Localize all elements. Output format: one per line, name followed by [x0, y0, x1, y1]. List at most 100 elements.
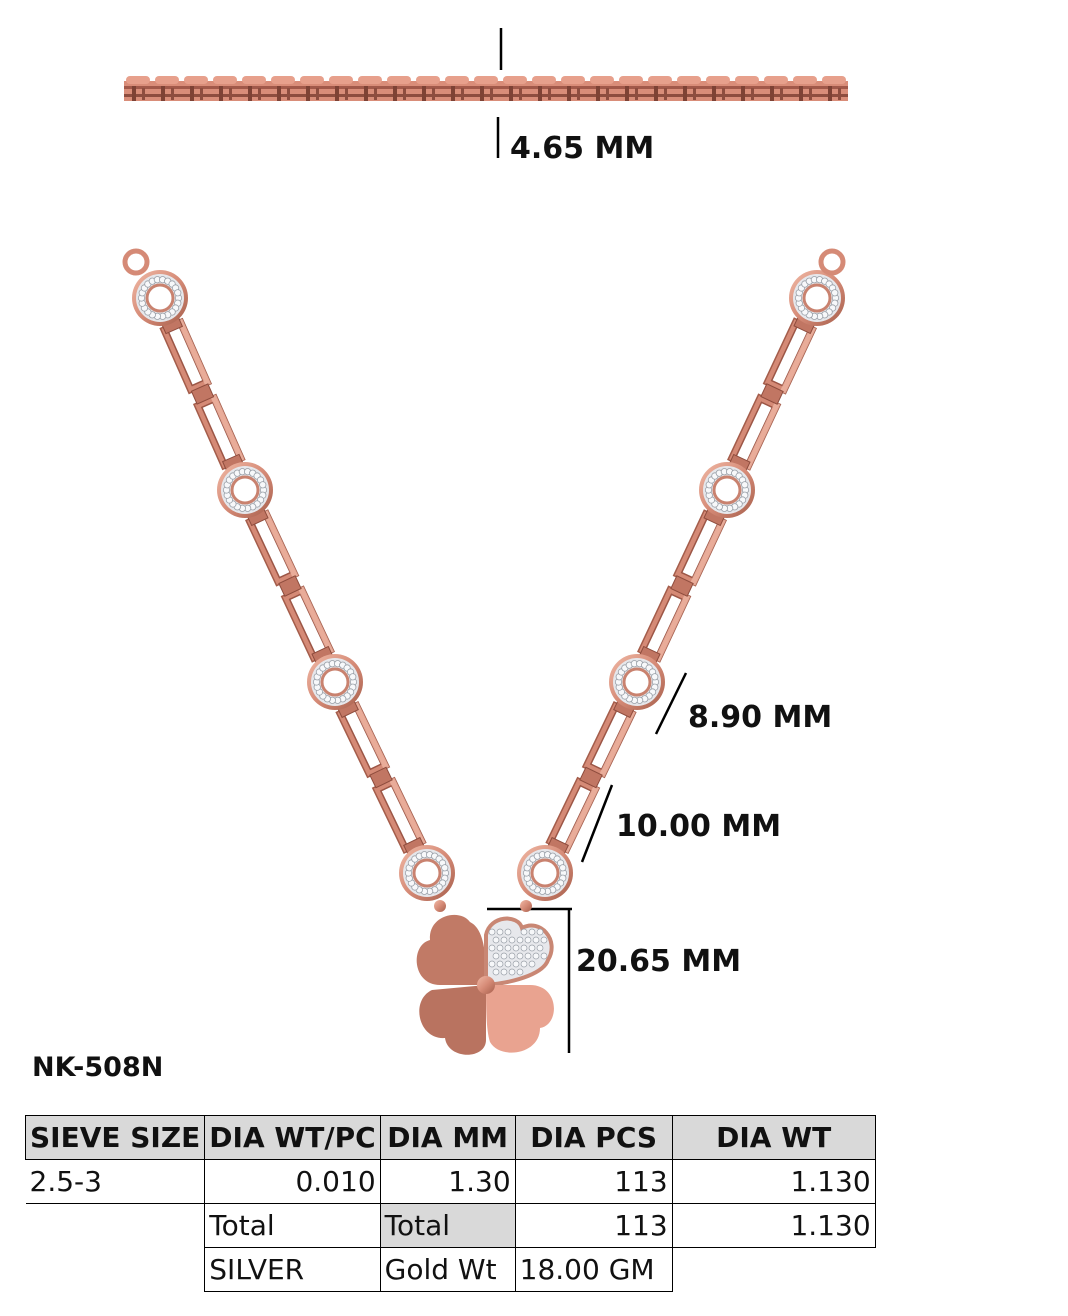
- diamond-stone: [259, 481, 267, 489]
- cell-gold-wt-label: Gold Wt: [379, 1247, 516, 1292]
- side-link-gap: [142, 88, 145, 100]
- chain-link: [545, 776, 601, 854]
- diamond-stone: [512, 944, 520, 952]
- diamond-ring: [217, 462, 273, 518]
- side-link-bump: [503, 76, 527, 84]
- diamond-spec-table: SIEVE SIZE DIA WT/PC DIA MM DIA PCS DIA …: [24, 1115, 876, 1292]
- diamond-stone: [504, 928, 512, 936]
- diamond-stone: [532, 952, 540, 960]
- chain-link: [192, 393, 246, 471]
- side-link-gap: [741, 86, 745, 101]
- side-link-gap: [780, 88, 783, 100]
- side-link-gap: [335, 86, 339, 101]
- side-link-gap: [693, 88, 696, 100]
- diamond-stone: [741, 481, 749, 489]
- side-link-gap: [132, 86, 136, 101]
- diamond-stone: [500, 968, 508, 976]
- diamond-stone: [651, 673, 659, 681]
- header-dia-wt: DIA WT: [671, 1115, 876, 1160]
- diamond-stone: [540, 936, 548, 944]
- side-link-gap: [287, 88, 290, 100]
- side-link-gap: [567, 86, 571, 101]
- side-link-gap: [190, 86, 194, 101]
- diamond-stone: [559, 864, 567, 872]
- side-link-gap: [422, 86, 426, 101]
- side-link-gap: [654, 86, 658, 101]
- diamond-stone: [504, 960, 512, 968]
- side-link-bump: [822, 76, 846, 84]
- side-link-gap: [548, 88, 551, 100]
- diamond-stone: [528, 928, 536, 936]
- diamond-stone: [512, 960, 520, 968]
- side-link-gap: [683, 86, 687, 101]
- side-link-gap: [538, 86, 542, 101]
- cell-total-dia-pcs: 113: [514, 1203, 673, 1248]
- side-link-gap: [171, 88, 174, 100]
- side-link-gap: [393, 86, 397, 101]
- diamond-stone: [496, 944, 504, 952]
- diamond-ring: [699, 462, 755, 518]
- diamond-stone: [831, 289, 839, 297]
- side-link-gap: [722, 88, 725, 100]
- link-connector: [369, 766, 393, 789]
- diamond-stone: [524, 936, 532, 944]
- header-dia-wt-pc: DIA WT/PC: [204, 1115, 381, 1160]
- diamond-stone: [496, 960, 504, 968]
- side-link-gap: [432, 88, 435, 100]
- cell-dia-wt: 1.130: [671, 1159, 876, 1204]
- link-connector: [579, 766, 603, 789]
- diamond-stone: [492, 968, 500, 976]
- diamond-stone: [492, 952, 500, 960]
- diamond-stone: [441, 864, 449, 872]
- diamond-stone: [536, 944, 544, 952]
- chain-link: [371, 776, 427, 854]
- side-link-bump: [648, 76, 672, 84]
- table-metal-row: SILVER Gold Wt 18.00 GM: [26, 1247, 876, 1292]
- side-link-gap: [509, 86, 513, 101]
- cell-dia-pcs: 113: [514, 1159, 673, 1204]
- dimension-lines: [487, 28, 688, 1053]
- diamond-stone: [520, 960, 528, 968]
- side-link-bump: [358, 76, 382, 84]
- side-link-bump: [184, 76, 208, 84]
- side-link-gap: [258, 88, 261, 100]
- product-code: NK-508N: [32, 1052, 164, 1083]
- side-link-gap: [809, 88, 812, 100]
- header-dia-mm: DIA MM: [379, 1115, 516, 1160]
- side-link-bump: [416, 76, 440, 84]
- cell-empty: [26, 1204, 205, 1248]
- side-link-gap: [577, 88, 580, 100]
- diamond-stone: [528, 944, 536, 952]
- diamond-stone: [508, 936, 516, 944]
- side-link-gap: [248, 86, 252, 101]
- link-length-label: 10.00 MM: [616, 809, 782, 844]
- side-link-bump: [532, 76, 556, 84]
- side-link-bump: [793, 76, 817, 84]
- side-link-gap: [461, 88, 464, 100]
- cell-total-label-2: Total: [379, 1203, 516, 1248]
- diamond-stone: [508, 968, 516, 976]
- side-link-gap: [519, 88, 522, 100]
- side-link-gap: [828, 86, 832, 101]
- side-link-gap: [200, 88, 203, 100]
- link-connector: [670, 575, 694, 597]
- side-link-bump: [619, 76, 643, 84]
- side-link-bump: [271, 76, 295, 84]
- side-link-bump: [735, 76, 759, 84]
- side-link-gap: [403, 88, 406, 100]
- side-link-bump: [706, 76, 730, 84]
- end-loop: [122, 248, 150, 276]
- side-link-bump: [387, 76, 411, 84]
- side-link-gap: [799, 86, 803, 101]
- diamond-stone: [500, 936, 508, 944]
- ring-diameter-label: 8.90 MM: [688, 700, 833, 735]
- diamond-stone: [516, 968, 524, 976]
- side-link-bump: [300, 76, 324, 84]
- side-link-bump: [213, 76, 237, 84]
- side-link-gap: [480, 86, 484, 101]
- diamond-stone: [504, 944, 512, 952]
- diamond-stone: [488, 960, 496, 968]
- diamond-ring: [609, 654, 665, 710]
- side-link-gap: [229, 88, 232, 100]
